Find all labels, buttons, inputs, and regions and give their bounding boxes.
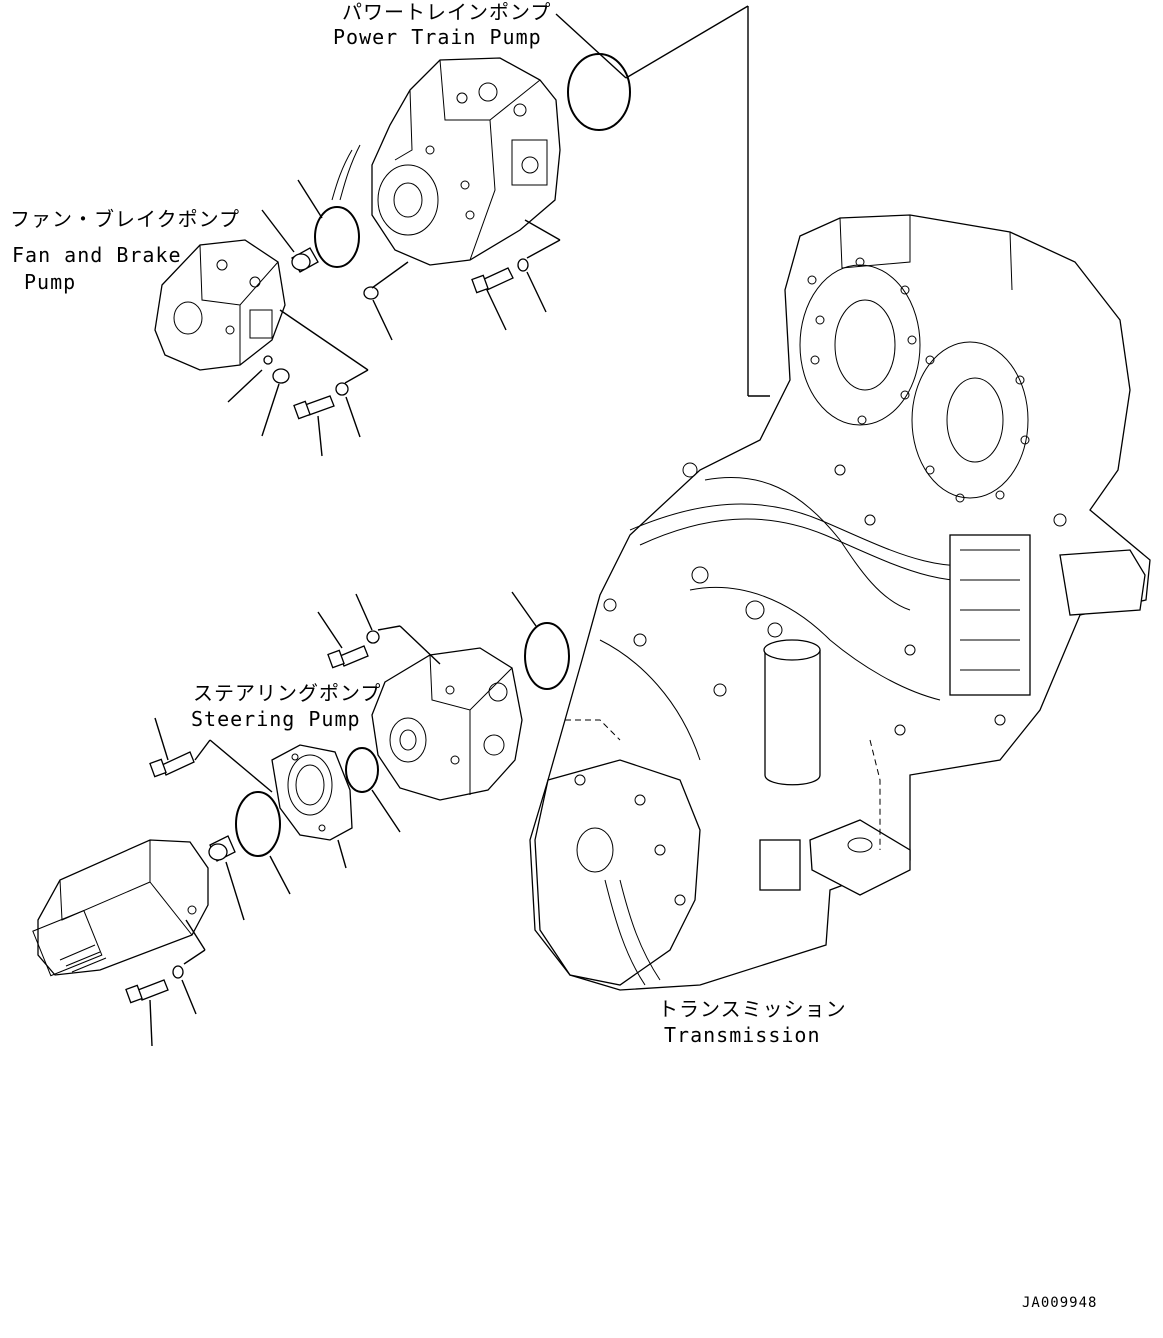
power-train-pump-label-en: Power Train Pump <box>333 25 542 49</box>
label-steering-pump: ステアリングポンプ Steering Pump <box>191 681 381 731</box>
bolt-gear-pump <box>125 979 169 1004</box>
washer-steering-top <box>366 630 380 644</box>
transmission-label-en: Transmission <box>664 1023 821 1047</box>
coupling-sleeve-steering <box>208 835 236 862</box>
washer-power-train <box>517 258 529 272</box>
leader-lines-steering <box>149 591 537 1047</box>
steering-pump-label-en: Steering Pump <box>191 707 361 731</box>
gear-pump <box>32 839 209 977</box>
washer-fan-brake <box>335 382 349 396</box>
label-fan-brake-pump: ファン・ブレイクポンプ Fan and Brake Pump <box>10 207 240 294</box>
small-pin-fan <box>263 355 273 365</box>
bolt-steering-flange <box>149 751 195 778</box>
bolt-steering-top <box>327 645 369 669</box>
washer-gear-pump <box>172 965 184 979</box>
label-power-train-pump: パワートレインポンプ Power Train Pump <box>333 0 551 49</box>
o-ring-power-train-small <box>314 206 360 268</box>
o-ring-power-train-large <box>567 53 631 131</box>
o-ring-steering-large <box>524 622 570 690</box>
fan-brake-pump-label-en-line2: Pump <box>24 270 76 294</box>
o-ring-steering-small <box>345 747 379 793</box>
steering-pump-label-jp: ステアリングポンプ <box>193 681 381 705</box>
fan-and-brake-pump <box>154 239 286 371</box>
bolt-power-train <box>471 267 514 294</box>
coupling-sleeve-top <box>291 247 319 273</box>
flange-bolt-holes <box>807 257 1030 503</box>
transmission-label-jp: トランスミッション <box>658 997 847 1021</box>
housing-bolts <box>574 462 1067 906</box>
fan-brake-pump-label-jp: ファン・ブレイクポンプ <box>10 207 240 231</box>
plug-top <box>363 286 379 300</box>
leader-lines-top <box>261 5 770 397</box>
leader-lines-fan <box>227 309 369 457</box>
power-train-pump <box>331 57 561 266</box>
adapter-flange <box>271 744 353 841</box>
plug-fan <box>272 368 290 384</box>
power-train-pump-label-jp: パワートレインポンプ <box>342 0 551 24</box>
steering-pump <box>371 647 523 801</box>
transmission-assembly <box>529 214 1151 991</box>
fan-brake-pump-label-en-line1: Fan and Brake <box>12 243 182 267</box>
drawing-code: JA009948 <box>1022 1295 1097 1311</box>
o-ring-steering-flange <box>235 791 281 857</box>
label-transmission: トランスミッション Transmission <box>658 997 847 1047</box>
bolt-fan-brake <box>293 395 335 420</box>
